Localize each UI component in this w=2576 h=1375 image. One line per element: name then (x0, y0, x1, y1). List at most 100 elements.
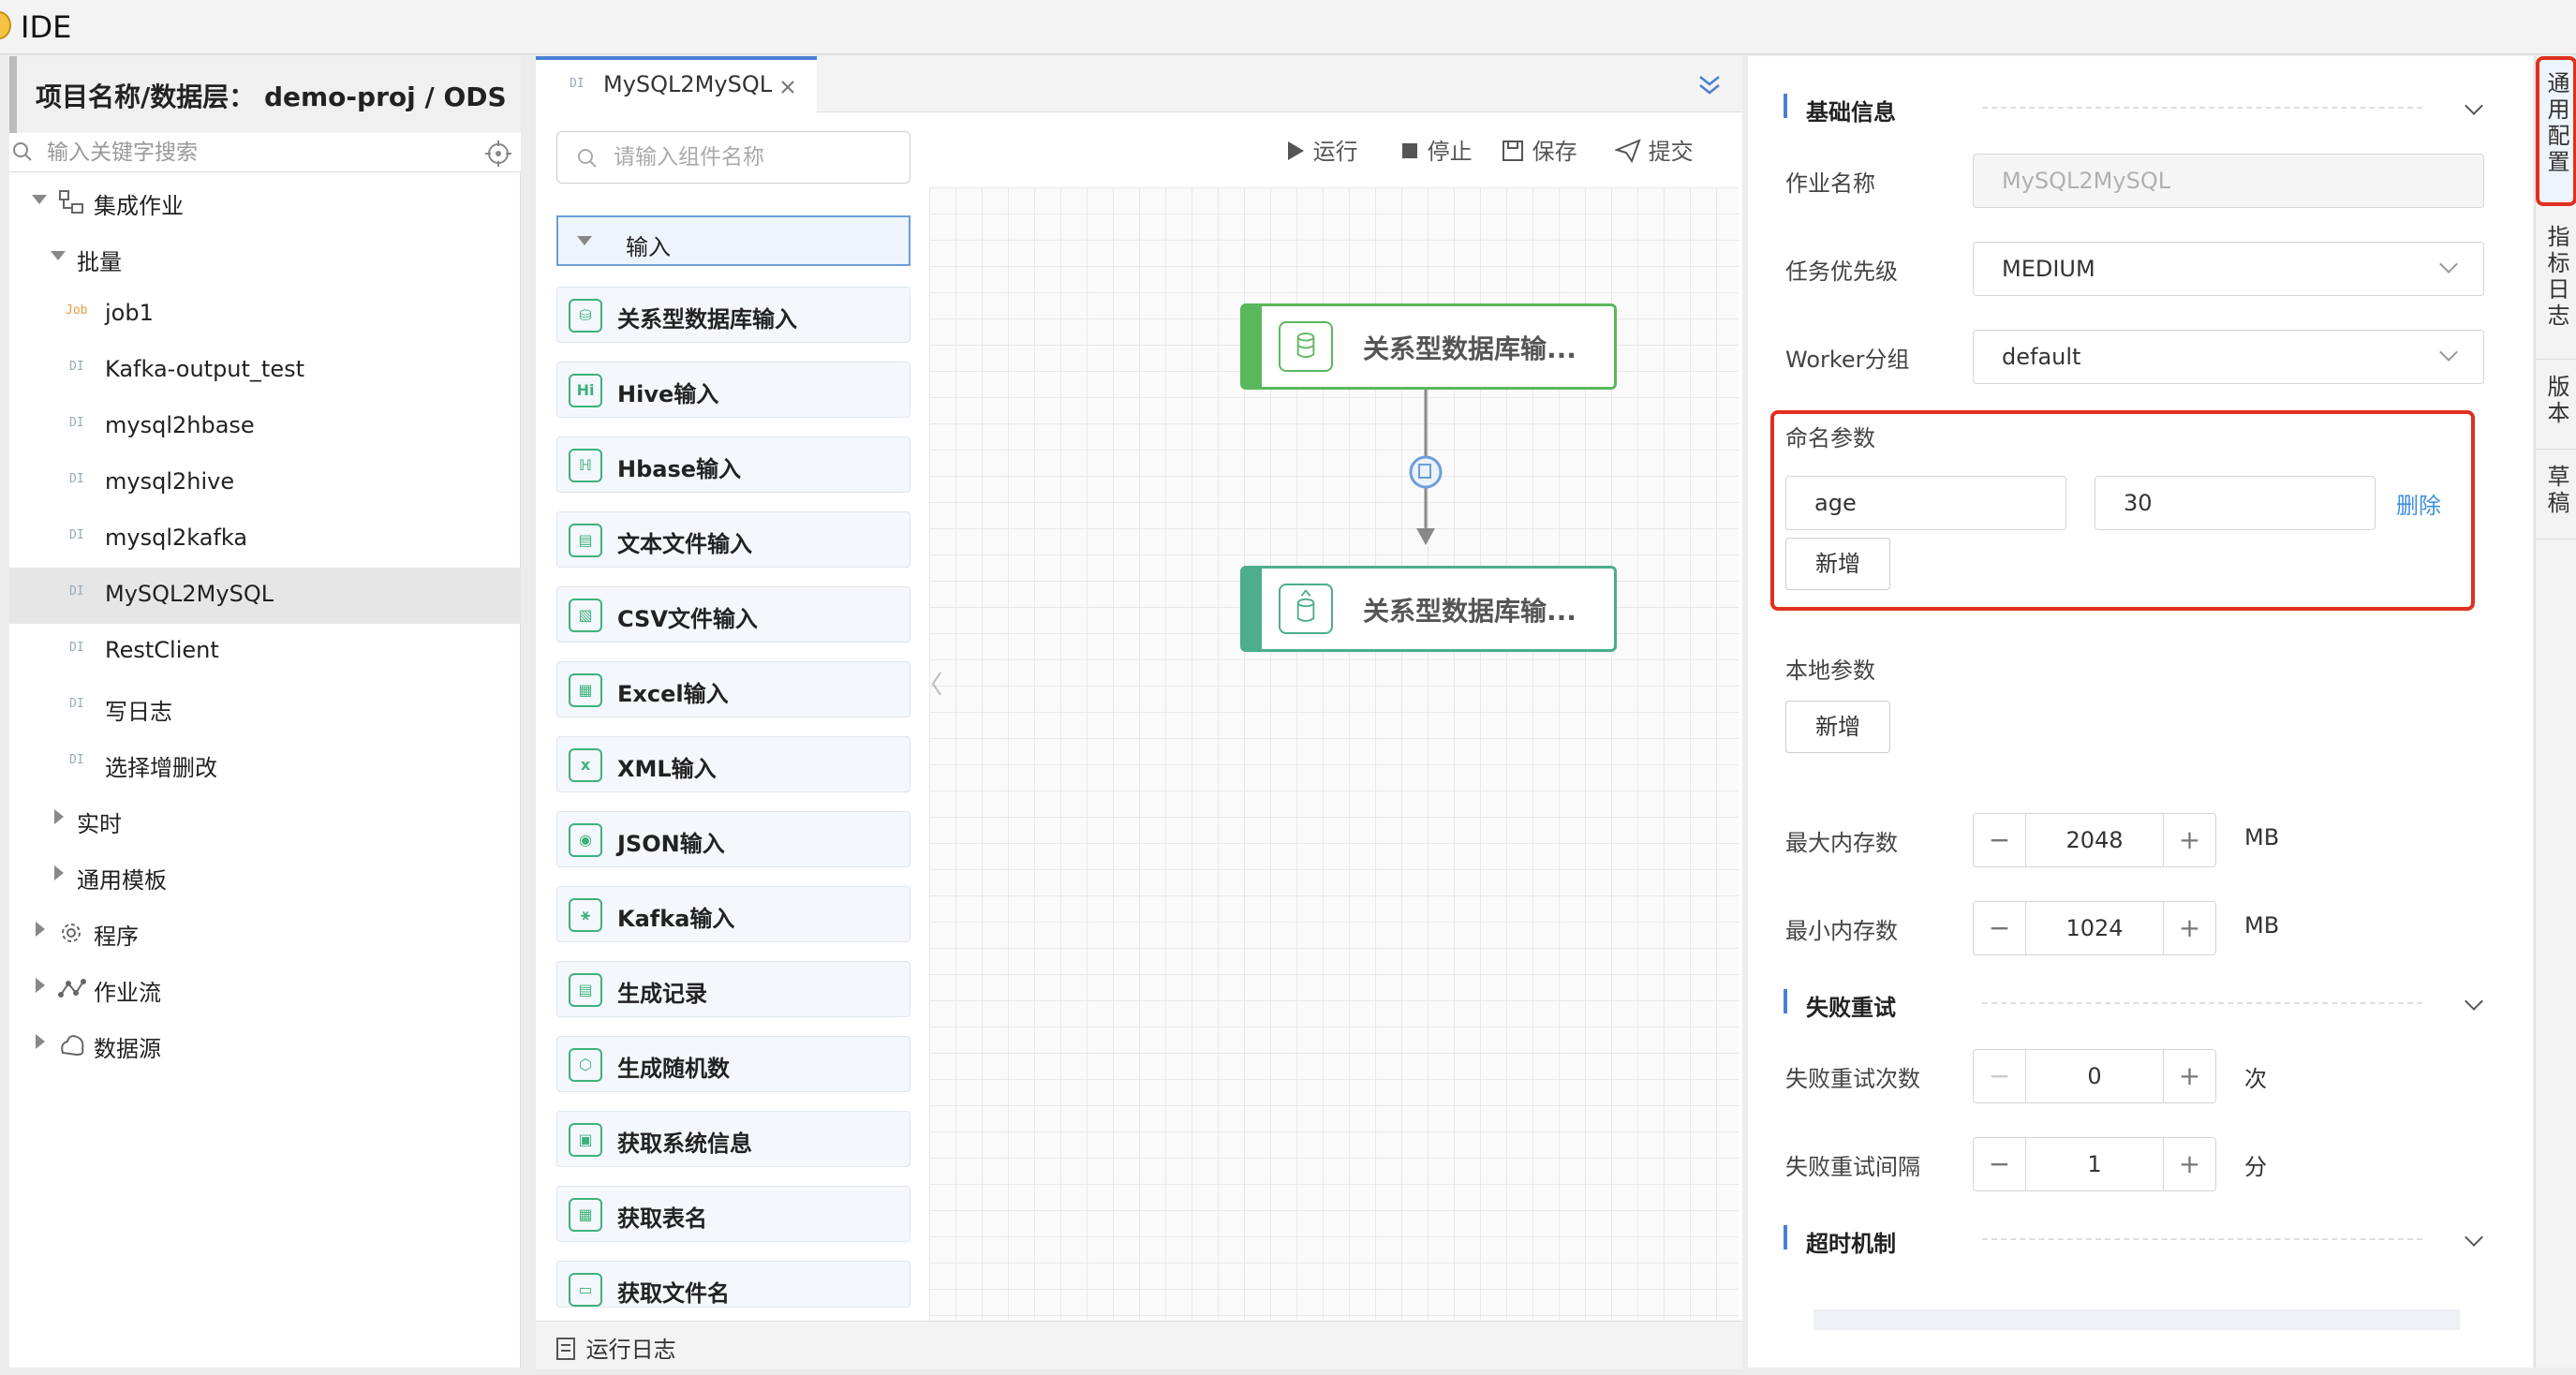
retry-interval-unit: 分 (2244, 1154, 2267, 1180)
run-button[interactable]: 运行 (1285, 133, 1358, 166)
delete-param-link[interactable]: 删除 (2396, 493, 2441, 519)
save-button[interactable]: 保存 (1501, 133, 1577, 166)
component-file-name[interactable]: ▭获取文件名 (556, 1261, 910, 1308)
tree-item-label: 集成作业 (94, 193, 184, 219)
tab-mysql2mysql[interactable]: DI MySQL2MySQL (536, 56, 817, 112)
increment-button[interactable]: + (2163, 1050, 2215, 1102)
retry-count-value[interactable]: 0 (2087, 1063, 2102, 1089)
tree-item-write-log[interactable]: DI 写日志 (9, 680, 521, 736)
tree-item-integration-jobs[interactable]: 集成作业 (9, 174, 521, 230)
named-param-key-input[interactable]: age (1785, 476, 2066, 530)
tree-item-realtime[interactable]: 实时 (9, 792, 521, 849)
workflow-icon (58, 979, 86, 998)
node-label: 关系型数据库输... (1363, 596, 1577, 627)
collapse-caret-icon[interactable] (32, 195, 47, 204)
tree-item-datasource[interactable]: 数据源 (9, 1017, 521, 1073)
retry-interval-stepper[interactable]: − 1 + (1973, 1137, 2216, 1191)
add-local-param-button[interactable]: 新增 (1785, 701, 1890, 753)
component-relational-db-input[interactable]: ⛁关系型数据库输入 (556, 287, 910, 343)
component-system-info[interactable]: ▣获取系统信息 (556, 1111, 910, 1167)
add-named-param-button[interactable]: 新增 (1785, 538, 1890, 590)
named-param-value-input[interactable]: 30 (2095, 476, 2376, 530)
component-excel-input[interactable]: ▦Excel输入 (556, 661, 910, 717)
tab-draft[interactable]: 草稿 (2536, 450, 2576, 540)
min-memory-value[interactable]: 1024 (2065, 915, 2124, 941)
expand-caret-icon[interactable] (54, 809, 64, 824)
tree-item-programs[interactable]: 程序 (9, 905, 521, 961)
tree-item-workflow[interactable]: 作业流 (9, 961, 521, 1017)
increment-button[interactable]: + (2163, 1138, 2215, 1190)
locate-icon[interactable] (485, 140, 511, 167)
flow-canvas[interactable]: 关系型数据库输... 关系型数据库输... (929, 187, 1739, 1321)
decrement-button[interactable]: − (1974, 1138, 2026, 1190)
decrement-button[interactable]: − (1974, 814, 2026, 866)
component-random-number[interactable]: ⬡生成随机数 (556, 1036, 910, 1092)
tree-search-input[interactable] (47, 137, 478, 169)
worker-group-select[interactable]: default (1973, 330, 2484, 384)
tree-item-common-template[interactable]: 通用模板 (9, 849, 521, 905)
component-text-file-input[interactable]: ▤文本文件输入 (556, 511, 910, 568)
increment-button[interactable]: + (2163, 902, 2215, 954)
retry-count-stepper[interactable]: − 0 + (1973, 1049, 2216, 1103)
max-memory-value[interactable]: 2048 (2065, 827, 2124, 853)
category-input[interactable]: 输入 (556, 215, 910, 266)
expand-caret-icon[interactable] (36, 978, 45, 993)
integration-tree-icon (59, 190, 83, 214)
min-memory-stepper[interactable]: − 1024 + (1973, 901, 2216, 955)
tree-item-job1[interactable]: Job job1 (9, 287, 521, 343)
tab-version[interactable]: 版本 (2536, 360, 2576, 450)
priority-select[interactable]: MEDIUM (1973, 242, 2484, 296)
decrement-button[interactable]: − (1974, 1050, 2026, 1102)
flow-node-target[interactable]: 关系型数据库输... (1240, 566, 1617, 652)
expand-caret-icon[interactable] (36, 922, 45, 937)
close-icon[interactable] (779, 79, 796, 96)
tree-item-mysql2hive[interactable]: DI mysql2hive (9, 455, 521, 511)
expand-caret-icon[interactable] (36, 1034, 45, 1049)
tree-item-mysql2mysql[interactable]: DI MySQL2MySQL (9, 568, 521, 624)
increment-button[interactable]: + (2163, 814, 2215, 866)
decrement-button[interactable]: − (1974, 902, 2026, 954)
tab-general-config[interactable]: 通用配置 (2536, 56, 2576, 206)
send-icon (1614, 139, 1641, 164)
chevron-down-icon[interactable] (2465, 96, 2483, 115)
tree-item-batch[interactable]: 批量 (9, 230, 521, 287)
component-generate-record[interactable]: ▤生成记录 (556, 961, 910, 1017)
chevron-down-icon[interactable] (2465, 1228, 2483, 1247)
named-param-key: age (1814, 490, 1857, 516)
chevron-down-icon[interactable] (2465, 992, 2483, 1011)
component-table-name[interactable]: ▦获取表名 (556, 1186, 910, 1242)
component-json-input[interactable]: ◉JSON输入 (556, 811, 910, 867)
tree-item-select-crud[interactable]: DI 选择增删改 (9, 736, 521, 792)
tree-item-kafka-output-test[interactable]: DI Kafka-output_test (9, 343, 521, 399)
di-icon: DI (69, 753, 84, 767)
database-icon: ⛁ (569, 299, 602, 333)
max-memory-stepper[interactable]: − 2048 + (1973, 813, 2216, 867)
csv-file-icon: ▧ (569, 599, 602, 632)
component-label: XML输入 (617, 756, 717, 782)
submit-button[interactable]: 提交 (1614, 133, 1694, 166)
tree-item-mysql2hbase[interactable]: DI mysql2hbase (9, 399, 521, 455)
stop-button[interactable]: 停止 (1399, 133, 1473, 166)
component-kafka-input[interactable]: ⚹Kafka输入 (556, 886, 910, 942)
double-chevron-down-icon[interactable] (1695, 71, 1724, 99)
expand-caret-icon[interactable] (54, 865, 64, 880)
priority-label: 任务优先级 (1785, 259, 1898, 285)
retry-interval-value[interactable]: 1 (2087, 1151, 2102, 1177)
section-accent (1784, 1225, 1787, 1249)
component-search-input[interactable] (614, 141, 895, 173)
worker-group-label: Worker分组 (1785, 347, 1910, 373)
collapse-caret-icon[interactable] (51, 251, 66, 260)
horizontal-scrollbar[interactable] (1814, 1309, 2460, 1330)
tree-item-mysql2kafka[interactable]: DI mysql2kafka (9, 511, 521, 568)
tab-metrics-log[interactable]: 指标日志 (2536, 210, 2576, 360)
tab-label: 草稿 (2543, 465, 2569, 517)
component-csv-file-input[interactable]: ▧CSV文件输入 (556, 586, 910, 643)
run-log-button[interactable]: 运行日志 (555, 1331, 676, 1364)
collapse-panel-handle-icon[interactable] (929, 656, 944, 712)
flow-node-source[interactable]: 关系型数据库输... (1240, 303, 1617, 390)
tree-item-restclient[interactable]: DI RestClient (9, 624, 521, 680)
priority-value: MEDIUM (2002, 256, 2095, 282)
